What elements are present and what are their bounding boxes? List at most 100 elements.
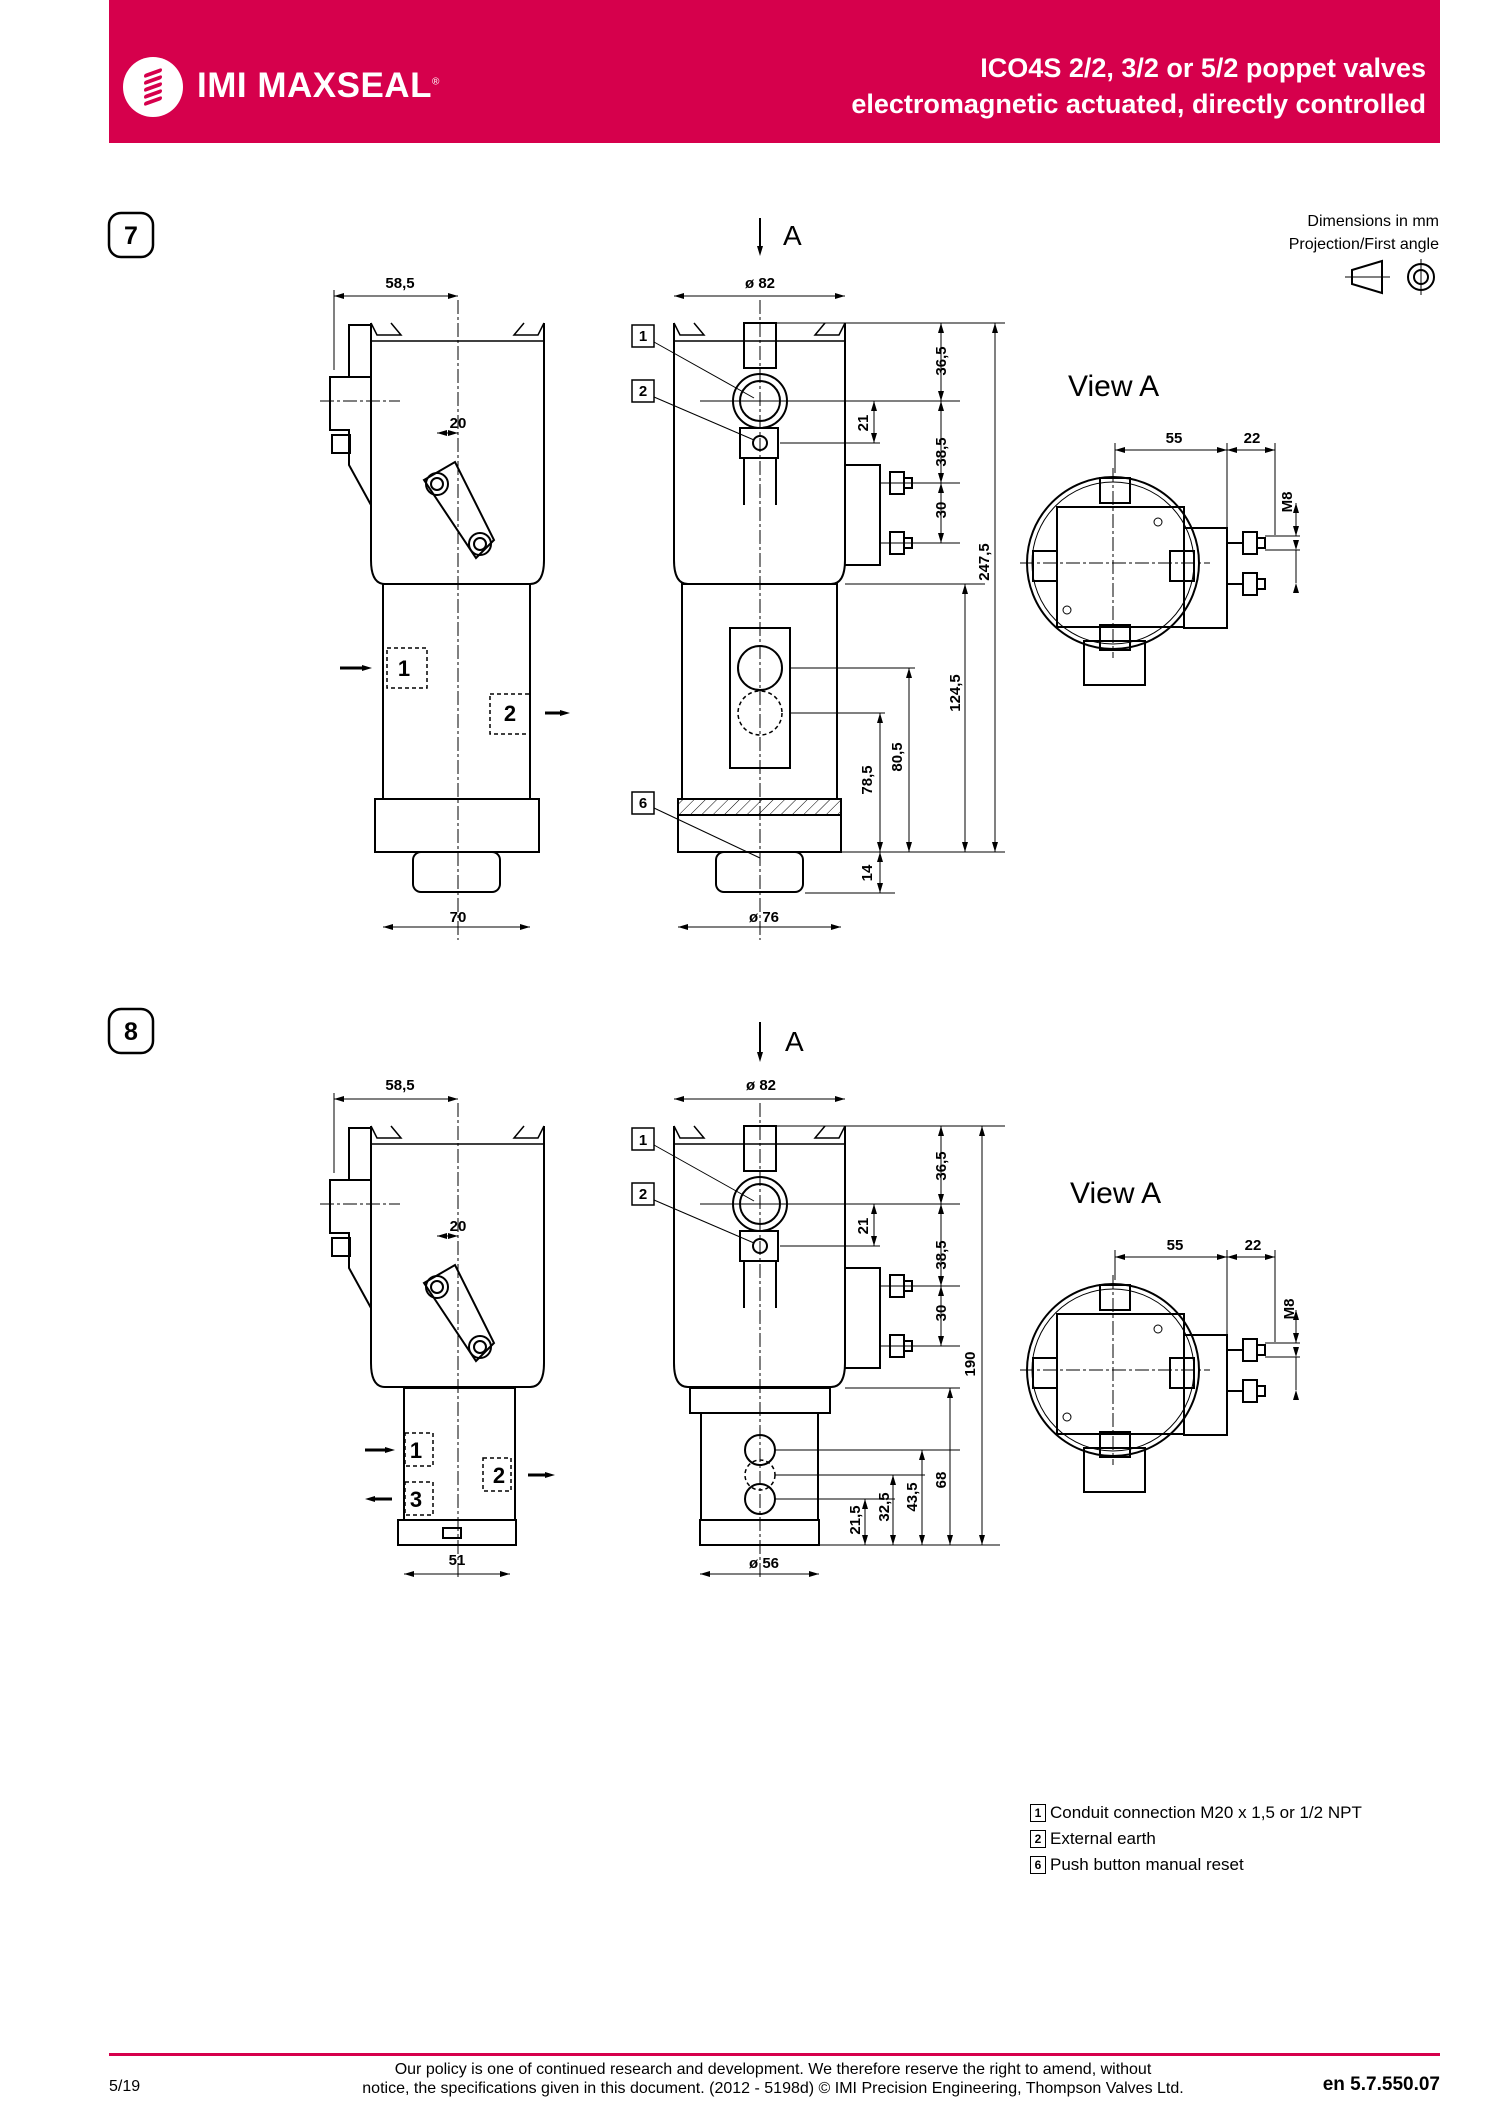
valve-port-face [729,627,791,769]
conduit-boss [348,324,372,378]
nut-stem [1256,1385,1266,1397]
base-hatch [677,798,842,816]
lid-lug [1099,1284,1131,1311]
earth-screw [331,434,351,454]
page-number: 5/19 [109,2078,141,2095]
arrowhead [831,924,841,930]
arrowhead [938,401,944,411]
arrowhead [700,1571,710,1577]
arrowhead [890,1535,896,1545]
legend-number: 2 [1030,1830,1046,1848]
terminal-box [845,464,881,566]
manual-knob [715,851,804,893]
plate-screw [1153,517,1163,527]
earth-screw [752,1238,768,1254]
view-title: View A [1068,370,1159,403]
dim-label: 51 [449,1552,466,1569]
housing-lid [673,322,846,336]
arrowhead [1265,1254,1275,1260]
port-label: 1 [410,1438,422,1463]
mounting-bracket [422,1263,496,1363]
arrowhead [520,924,530,930]
arrowhead [1293,1390,1299,1400]
callout-box-6 [631,791,655,815]
section-number: 8 [124,1018,138,1046]
arrowhead [938,533,944,543]
earth-screw [331,1237,351,1257]
document-title: ICO4S 2/2, 3/2 or 5/2 poppet valves elec… [851,50,1426,122]
arrowhead [992,323,998,333]
lid-lug [1169,1357,1195,1389]
housing-lid [370,1125,545,1139]
port-label: 1 [398,656,410,681]
port-1-opening [737,645,783,691]
conduit-stub [1083,1447,1146,1493]
arrowhead [545,1472,555,1478]
arrowhead [979,1535,985,1545]
hex-nut [1242,1338,1258,1362]
arrowhead [877,852,883,862]
callout-box-1 [631,1127,655,1151]
arrowhead [938,1194,944,1204]
callout-label: 2 [639,383,647,400]
housing-lid [673,1125,846,1139]
arrowhead [938,483,944,493]
arrowhead [383,924,393,930]
arrowhead [1293,503,1299,513]
dim-label: 247,5 [976,543,993,581]
dim-label: 32,5 [876,1492,893,1521]
port-label: 2 [504,701,516,726]
arrowhead [1265,447,1275,453]
dim-label: 80,5 [889,742,906,771]
callout-label: 6 [639,795,647,812]
dim-label: 14 [859,864,876,881]
arrowhead [877,842,883,852]
plate-screw [1062,605,1072,615]
dim-label: 36,5 [933,1151,950,1180]
arrowhead [1293,1310,1299,1320]
arrowhead [938,473,944,483]
arrowhead [906,842,912,852]
dim-label: M8 [1281,1299,1298,1320]
view-title: View A [1070,1177,1161,1210]
brand-text: IMI MAXSEAL [197,66,432,105]
dim-label: 58,5 [385,275,414,292]
arrowhead [938,1286,944,1296]
document-number: en 5.7.550.07 [1322,2074,1440,2095]
arrowhead [1217,1254,1227,1260]
arrowhead [835,293,845,299]
lid-lug [1099,624,1131,651]
terminal-plate [1056,1313,1185,1435]
legend-text: Push button manual reset [1050,1855,1244,1874]
dim-label: ø 76 [749,909,779,926]
arrowhead [877,713,883,723]
bolt-hole [430,477,444,491]
legend-number: 6 [1030,1856,1046,1874]
dim-label: 30 [933,1305,950,1322]
arrowhead [890,1475,896,1485]
arrowhead [334,1096,344,1102]
arrowhead [1227,447,1237,453]
bolt-hole [473,1340,487,1354]
arrowhead [938,391,944,401]
arrowhead [871,401,877,411]
dim-label: M8 [1279,492,1296,513]
arrowhead [877,883,883,893]
housing-lid [370,322,545,336]
solenoid-housing [673,1126,846,1388]
arrowhead [385,1447,395,1453]
disclaimer-line-2: notice, the specifications given in this… [362,2080,1184,2097]
arrowhead [938,1276,944,1286]
arrowhead [862,1499,868,1509]
port-label: 3 [410,1487,422,1512]
arrowhead [938,1204,944,1214]
arrowhead [835,1096,845,1102]
arrowhead [448,1096,458,1102]
solenoid-housing [673,323,846,585]
dim-label: 78,5 [859,765,876,794]
dim-label: 38,5 [933,1240,950,1269]
plate-screw [1062,1412,1072,1422]
